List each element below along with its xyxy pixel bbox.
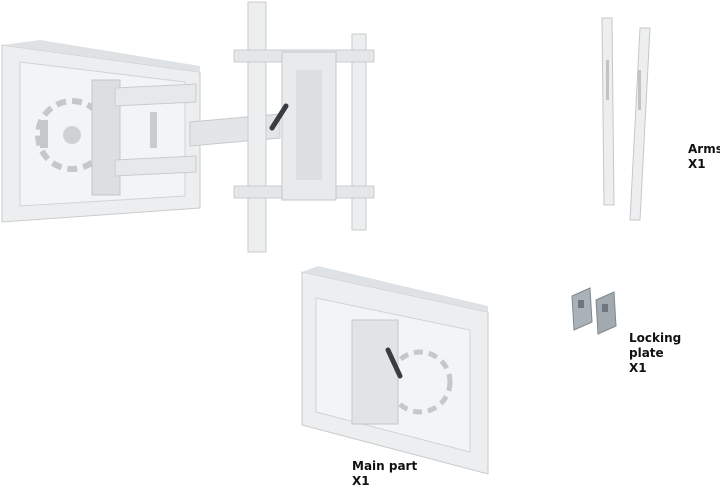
tv-bracket — [233, 1, 375, 253]
main-part-name: Main part — [352, 459, 418, 473]
locking-plate-name: Locking plate — [629, 331, 682, 360]
arms-name: Arms — [688, 142, 720, 156]
arms-label: Arms X1 — [688, 142, 720, 172]
main-part-qty: X1 — [352, 474, 370, 488]
arms-qty: X1 — [688, 157, 706, 171]
locking-plate-label: Locking plate X1 — [629, 331, 720, 376]
locking-plate-qty: X1 — [629, 361, 647, 375]
articulating-arm — [91, 79, 281, 196]
